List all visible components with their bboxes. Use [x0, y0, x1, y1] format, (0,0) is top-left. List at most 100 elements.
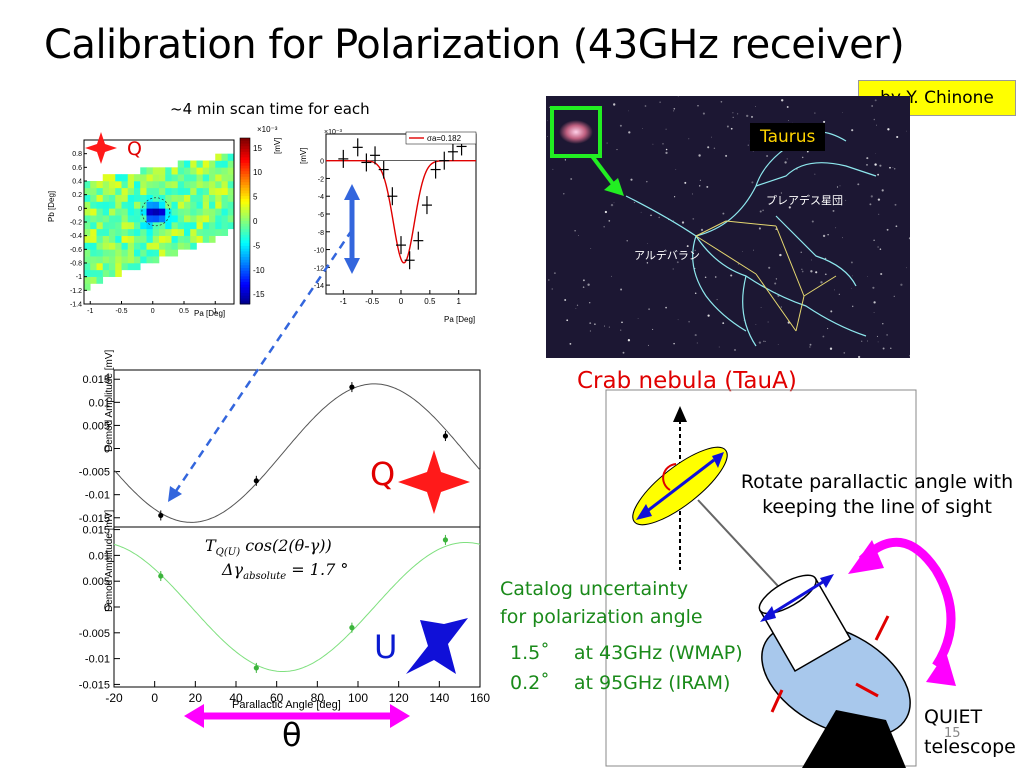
beam-fit-curve [326, 160, 476, 264]
u-label: U [374, 628, 398, 666]
heatmap-cell [227, 174, 235, 182]
demod-point [349, 384, 355, 390]
heatmap-cell [171, 201, 179, 209]
catalog-wmap: 1.5˚ at 43GHz (WMAP) [510, 642, 743, 664]
heatmap-cell [90, 201, 97, 209]
heatmap-cell [96, 235, 104, 243]
heatmap-cell [146, 249, 154, 257]
colorbar-tick-label: -15 [253, 290, 265, 299]
heatmap-cell [184, 208, 191, 216]
sky-star [751, 181, 754, 184]
heatmap-cell [115, 222, 122, 230]
heatmap-cell [127, 215, 135, 223]
heatmap-cell [134, 187, 141, 195]
sky-star [665, 128, 667, 130]
heatmap-cell [196, 228, 204, 236]
beam-xtick-label: 0 [399, 297, 404, 306]
heatmap-cell [96, 249, 104, 257]
heatmap-cell [196, 167, 204, 175]
heatmap-ytick-label: 0.6 [72, 165, 82, 172]
heatmap-cell [221, 187, 229, 195]
sky-star [732, 112, 734, 114]
sky-star [582, 279, 585, 282]
heatmap-cell [227, 222, 235, 230]
heatmap-cell [177, 167, 185, 175]
heatmap-ytick-label: -0.2 [70, 220, 82, 227]
heatmap-cell [134, 201, 141, 209]
sky-star [780, 192, 782, 194]
heatmap-cell [146, 194, 154, 202]
heatmap-cell [146, 242, 154, 250]
heatmap-xtick-label: 0.5 [179, 308, 189, 315]
heatmap-cell [96, 228, 104, 236]
sky-star [627, 339, 631, 342]
heatmap-cell [152, 215, 160, 223]
heatmap-cell [152, 208, 160, 216]
heatmap-cell [96, 201, 104, 209]
heatmap-cell [109, 194, 116, 202]
sky-star [700, 228, 704, 231]
heatmap-cell [196, 194, 204, 202]
colorbar-segment [240, 160, 250, 164]
heatmap-cell [102, 201, 110, 209]
heatmap-cell [115, 256, 122, 264]
heatmap-cell [109, 256, 116, 264]
heatmap-cell [121, 235, 129, 243]
heatmap-cell [171, 194, 179, 202]
heatmap-cell [165, 174, 172, 182]
sky-star [675, 169, 677, 170]
sky-star [553, 272, 556, 275]
heatmap-cell [221, 228, 229, 236]
colorbar-exponent: ×10⁻³ [257, 125, 278, 134]
heatmap-cell [209, 167, 216, 175]
heatmap-cell [115, 263, 122, 271]
sky-star [775, 278, 778, 280]
heatmap-cell [109, 269, 116, 277]
u-star-icon [406, 618, 468, 674]
heatmap-cell [115, 187, 122, 195]
heatmap-cell [115, 174, 122, 182]
sky-star [886, 334, 888, 336]
sky-star [628, 131, 631, 134]
colorbar-segment [240, 165, 250, 169]
sky-star [706, 185, 709, 188]
sky-star [608, 326, 610, 328]
heatmap-cell [177, 174, 185, 182]
sky-star [613, 202, 615, 204]
beam-ytick-label: -10 [314, 248, 324, 255]
heatmap-cell [96, 187, 104, 195]
heatmap-cell [184, 215, 191, 223]
colorbar-tick-label: -5 [253, 241, 261, 250]
heatmap-cell [209, 201, 216, 209]
sky-star [662, 143, 664, 145]
heatmap-cell [146, 187, 154, 195]
sky-star [827, 234, 829, 236]
colorbar-segment [240, 179, 250, 183]
sky-star [694, 268, 696, 269]
sky-star [877, 198, 881, 201]
heatmap-cell [115, 201, 122, 209]
sky-star [880, 272, 883, 276]
heatmap-cell [90, 181, 97, 189]
telescope-diagram [605, 389, 956, 768]
sky-star [552, 168, 554, 170]
heatmap-cell [146, 181, 154, 189]
sky-star [874, 99, 877, 102]
sky-star [850, 261, 853, 264]
sky-star [886, 228, 889, 231]
sky-star [574, 230, 576, 232]
heatmap-cell [102, 215, 110, 223]
heatmap-ytick-label: 0.8 [72, 151, 82, 158]
sky-star [753, 249, 755, 251]
heatmap-cell [202, 201, 210, 209]
sky-star [908, 237, 911, 240]
pol-arrow-right-icon [712, 452, 724, 468]
colorbar-segment [240, 218, 250, 222]
telescope-label-1: QUIET [924, 706, 983, 728]
heatmap-ytick-label: -0.8 [70, 261, 82, 268]
aldebaran-label: アルデバラン [634, 248, 700, 262]
sky-star [570, 178, 573, 180]
heatmap-cell [146, 256, 154, 264]
sky-star [620, 288, 623, 291]
heatmap-cell [115, 194, 122, 202]
